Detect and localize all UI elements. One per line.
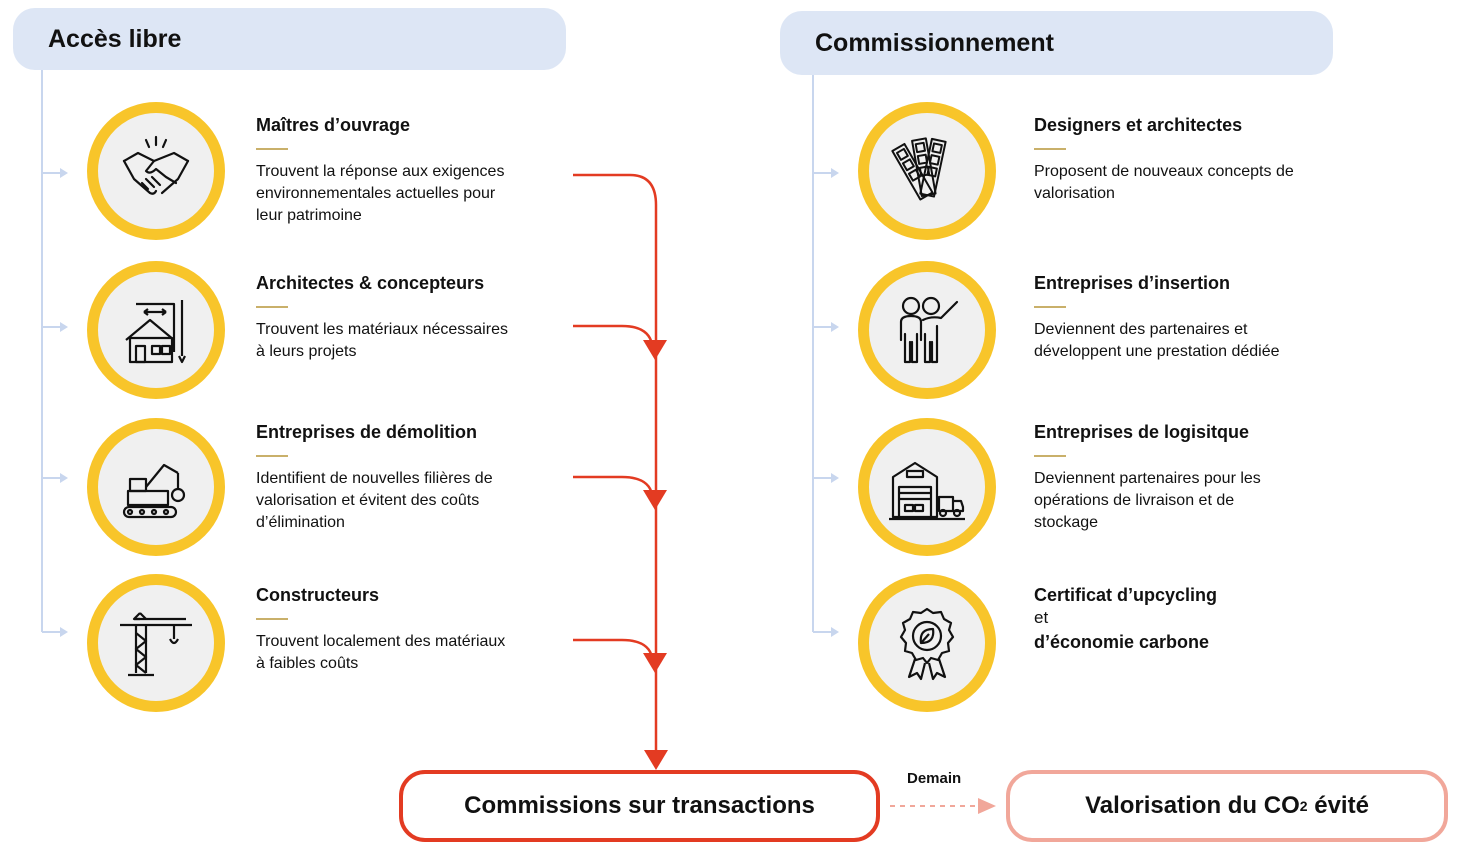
item-title: Designers et architectes	[1034, 115, 1243, 135]
item-description: Identifient de nouvelles filières de val…	[256, 468, 676, 534]
co2-subscript: 2	[1299, 798, 1308, 814]
house-blueprint-icon	[87, 261, 225, 399]
item-description: Trouvent localement des matériaux à faib…	[256, 631, 676, 675]
item-certificat-upcycling: Certificat d’upcycling et d’économie car…	[1034, 584, 1454, 654]
desc-line: Trouvent localement des matériaux	[256, 633, 506, 650]
left-connector-heads	[60, 168, 68, 637]
crane-icon	[87, 574, 225, 712]
right-connector-tree	[812, 75, 835, 633]
desc-line: à faibles coûts	[256, 655, 359, 672]
excavator-icon	[87, 418, 225, 556]
valorisation-prefix: Valorisation du CO	[1085, 792, 1300, 819]
item-description: Proposent de nouveaux concepts de valori…	[1034, 161, 1454, 205]
item-description: Deviennent des partenaires et développen…	[1034, 319, 1454, 363]
item-entreprises-logistique: Entreprises de logisitque Deviennent par…	[1034, 421, 1454, 534]
desc-line: opérations de livraison et de	[1034, 492, 1235, 509]
item-entreprises-demolition: Entreprises de démolition Identifient de…	[256, 421, 676, 534]
commissions-box: Commissions sur transactions	[399, 770, 880, 842]
item-title: Constructeurs	[256, 585, 380, 605]
title-underline	[256, 618, 288, 620]
item-description: Trouvent la réponse aux exigences enviro…	[256, 161, 676, 227]
valorisation-suffix: évité	[1307, 792, 1369, 819]
desc-line: stockage	[1034, 514, 1099, 531]
desc-line: Deviennent des partenaires et	[1034, 321, 1248, 338]
people-pointing-icon	[858, 261, 996, 399]
commissioning-header: Commissionnement	[780, 11, 1333, 75]
future-label: Demain	[907, 770, 962, 787]
desc-line: Trouvent la réponse aux exigences	[256, 163, 505, 180]
desc-line: Trouvent les matériaux nécessaires	[256, 321, 508, 338]
warehouse-truck-icon	[858, 418, 996, 556]
title-underline	[1034, 148, 1066, 150]
future-arrow	[890, 798, 996, 814]
red-arrowheads	[643, 340, 668, 770]
right-connector-heads	[831, 168, 839, 637]
item-title: Certificat d’upcycling	[1034, 585, 1218, 605]
desc-line: valorisation et évitent des coûts	[256, 492, 480, 509]
item-entreprises-insertion: Entreprises d’insertion Deviennent des p…	[1034, 272, 1454, 363]
item-architectes-concepteurs: Architectes & concepteurs Trouvent les m…	[256, 272, 676, 363]
desc-line: leur patrimoine	[256, 207, 362, 224]
desc-line: et	[1034, 608, 1049, 627]
desc-line: d’élimination	[256, 514, 345, 531]
desc-line-bold: d’économie carbone	[1034, 632, 1210, 652]
item-title: Entreprises de logisitque	[1034, 422, 1250, 442]
title-underline	[256, 148, 288, 150]
title-underline	[1034, 306, 1066, 308]
handshake-icon	[87, 102, 225, 240]
color-swatches-icon	[858, 102, 996, 240]
desc-line: environnementales actuelles pour	[256, 185, 496, 202]
item-title: Architectes & concepteurs	[256, 273, 485, 293]
item-title: Entreprises d’insertion	[1034, 273, 1231, 293]
item-constructeurs: Constructeurs Trouvent localement des ma…	[256, 584, 676, 675]
title-underline	[256, 455, 288, 457]
title-underline	[1034, 455, 1066, 457]
item-description: et d’économie carbone	[1034, 606, 1454, 654]
certificate-leaf-icon	[858, 574, 996, 712]
desc-line: Identifient de nouvelles filières de	[256, 470, 493, 487]
desc-line: à leurs projets	[256, 343, 357, 360]
item-title: Maîtres d’ouvrage	[256, 115, 411, 135]
open-access-header: Accès libre	[13, 8, 566, 70]
item-title: Entreprises de démolition	[256, 422, 478, 442]
desc-line: valorisation	[1034, 185, 1115, 202]
title-underline	[256, 306, 288, 308]
item-maitres-ouvrage: Maîtres d’ouvrage Trouvent la réponse au…	[256, 114, 676, 227]
item-description: Trouvent les matériaux nécessaires à leu…	[256, 319, 676, 363]
desc-line: Deviennent partenaires pour les	[1034, 470, 1261, 487]
desc-line: Proposent de nouveaux concepts de	[1034, 163, 1294, 180]
item-designers-architectes: Designers et architectes Proposent de no…	[1034, 114, 1454, 205]
desc-line: développent une prestation dédiée	[1034, 343, 1280, 360]
left-connector-tree	[41, 70, 64, 633]
item-description: Deviennent partenaires pour les opératio…	[1034, 468, 1454, 534]
